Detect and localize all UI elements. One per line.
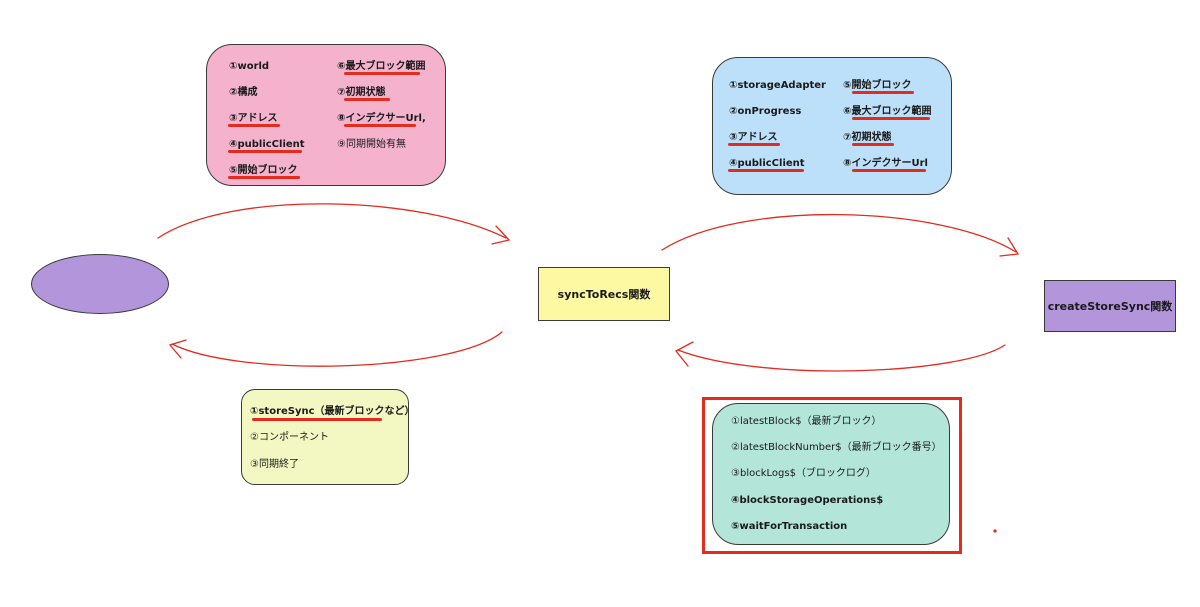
blue-item: ⑤開始ブロック — [843, 80, 912, 91]
underline — [344, 72, 420, 75]
underline — [228, 150, 302, 153]
red-highlight-frame — [702, 397, 962, 554]
green-output-box: ①storeSync（最新ブロックなど） ②コンポーネント ③同期終了 — [241, 389, 415, 485]
underline — [728, 143, 780, 146]
center-node-label: syncToRecs関数 — [557, 288, 651, 301]
arrow-left-to-center-head — [491, 225, 511, 245]
underline — [852, 117, 930, 120]
arrow-center-to-right-head — [999, 237, 1020, 257]
arrow-right-to-center — [677, 344, 1006, 372]
blue-item: ⑥最大ブロック範囲 — [843, 106, 932, 117]
blue-item: ③アドレス — [729, 132, 778, 143]
left-node-ellipse — [31, 254, 169, 314]
pink-item: ⑥最大ブロック範囲 — [337, 61, 426, 72]
green-item: ③同期終了 — [250, 459, 299, 470]
arrow-center-to-left-head — [168, 339, 187, 359]
green-item: ②コンポーネント — [250, 432, 329, 443]
teal-item: ①latestBlock$（最新ブロック） — [731, 416, 882, 427]
underline — [228, 176, 300, 179]
arrow-center-to-right — [661, 213, 1017, 253]
teal-item: ④blockStorageOperations$ — [731, 495, 884, 506]
arrow-right-to-center-head — [675, 341, 694, 367]
pink-item: ⑨同期開始有無 — [337, 139, 406, 150]
teal-item: ③blockLogs$（ブロックログ） — [731, 468, 876, 479]
pink-item: ⑧インデクサーUrl, — [337, 113, 426, 124]
underline — [344, 98, 390, 101]
teal-item: ②latestBlockNumber$（最新ブロック番号） — [731, 442, 942, 453]
right-node: createStoreSync関数 — [1044, 280, 1176, 332]
teal-output-box: ①latestBlock$（最新ブロック） ②latestBlockNumber… — [712, 403, 950, 545]
red-dot — [993, 529, 997, 533]
blue-item: ②onProgress — [729, 106, 802, 117]
blue-item: ①storageAdapter — [729, 80, 826, 91]
pink-item: ③アドレス — [229, 113, 278, 124]
arrow-left-to-center — [157, 203, 507, 239]
underline — [228, 124, 280, 127]
pink-item: ⑦初期状態 — [337, 87, 386, 98]
underline — [852, 143, 894, 146]
arrow-center-to-left — [171, 331, 503, 367]
right-node-label: createStoreSync関数 — [1047, 300, 1173, 313]
center-node: syncToRecs関数 — [538, 267, 670, 321]
underline — [252, 418, 382, 421]
pink-item: ⑤開始ブロック — [229, 165, 298, 176]
teal-item: ⑤waitForTransaction — [731, 521, 848, 532]
underline — [728, 169, 804, 172]
green-item: ①storeSync（最新ブロックなど） — [250, 406, 415, 417]
underline — [852, 91, 914, 94]
blue-params-box: ①storageAdapter ②onProgress ③アドレス ④publi… — [712, 57, 952, 195]
underline — [852, 169, 926, 172]
underline — [344, 124, 416, 127]
blue-item: ④publicClient — [729, 158, 805, 169]
pink-item: ④publicClient — [229, 139, 305, 150]
blue-item: ⑦初期状態 — [843, 132, 892, 143]
blue-item: ⑧インデクサーUrl — [843, 158, 928, 169]
pink-item: ①world — [229, 61, 270, 72]
pink-item: ②構成 — [229, 87, 258, 98]
pink-params-box: ①world ②構成 ③アドレス ④publicClient ⑤開始ブロック ⑥… — [206, 44, 446, 186]
